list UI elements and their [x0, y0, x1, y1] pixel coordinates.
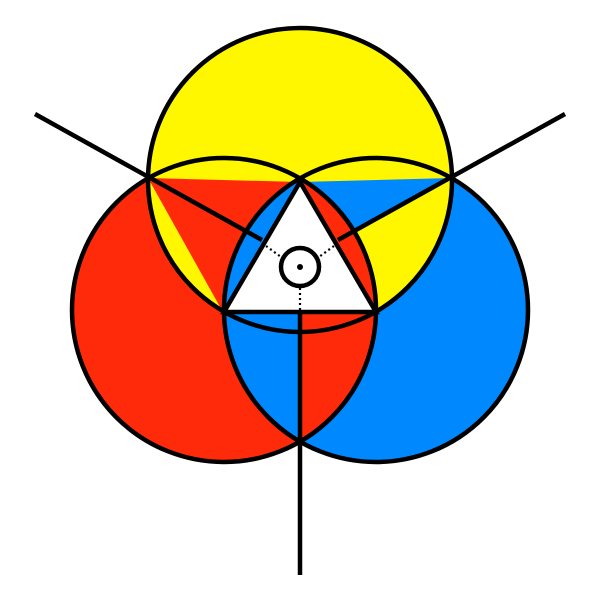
ray-upper-left [33, 112, 264, 242]
center-dot [297, 264, 303, 270]
dotted-connector-left [261, 242, 282, 258]
ray-upper-right [336, 112, 567, 242]
dotted-connector-right [318, 242, 339, 258]
